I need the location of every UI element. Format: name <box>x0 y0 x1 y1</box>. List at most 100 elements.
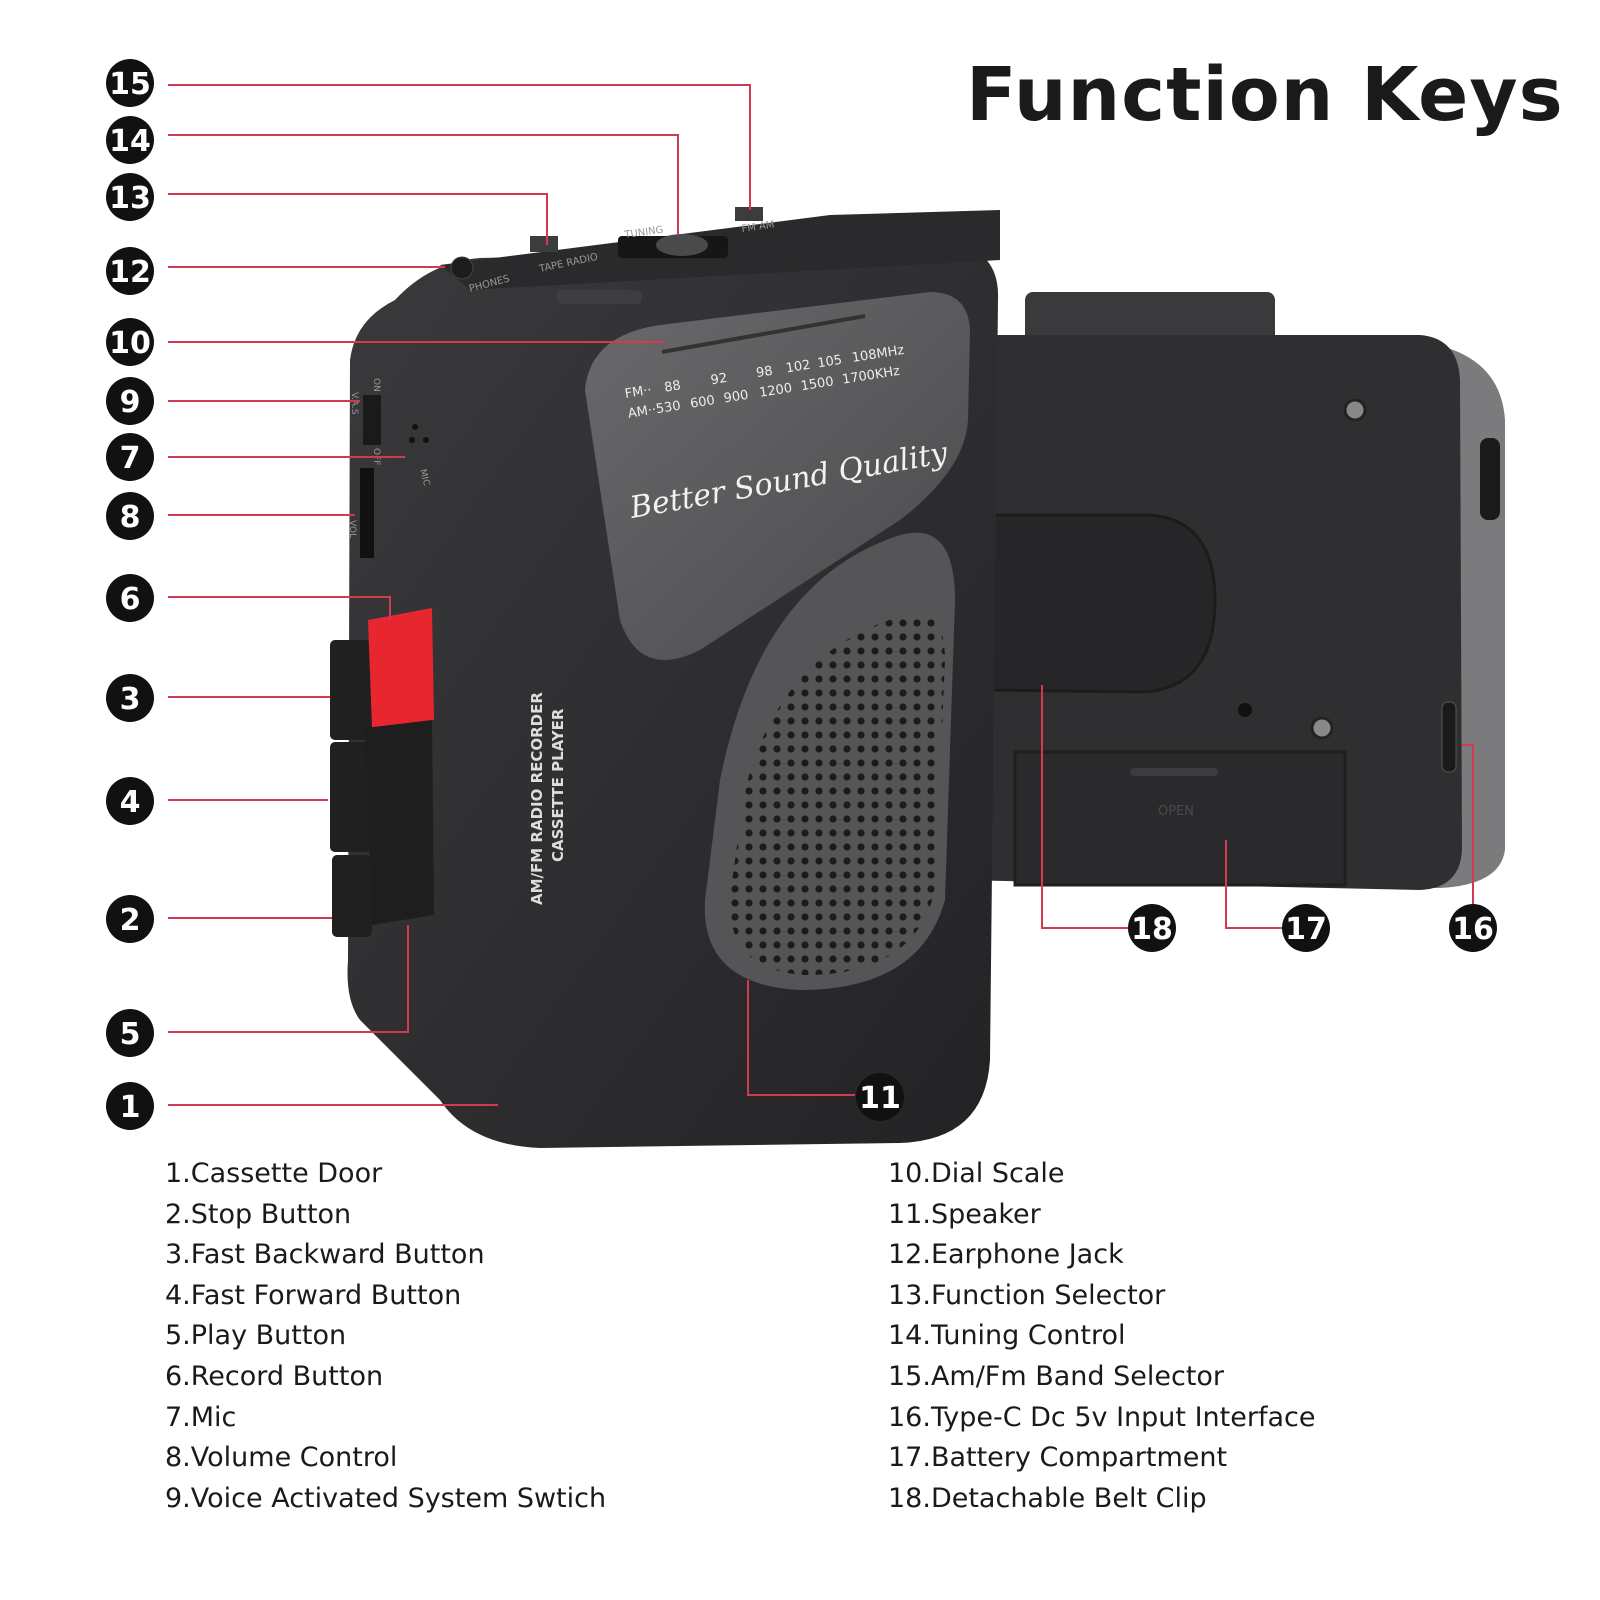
svg-text:14: 14 <box>109 124 151 159</box>
dial-window <box>585 292 970 660</box>
svg-text:16: 16 <box>1452 912 1494 947</box>
hole <box>1238 703 1252 717</box>
callout-16: 16 <box>1449 904 1497 952</box>
dial-pointer-track <box>661 314 866 354</box>
svg-text:2: 2 <box>120 903 141 938</box>
callout-lines <box>168 84 1474 1106</box>
legend-item: 4.Fast Forward Button <box>165 1279 462 1311</box>
legend-item: 3.Fast Backward Button <box>165 1239 485 1271</box>
legend-item: 12.Earphone Jack <box>888 1239 1124 1271</box>
mic-label: MIC <box>417 468 431 487</box>
legend-item: 1.Cassette Door <box>165 1158 383 1189</box>
on-label: ON <box>371 378 381 392</box>
earphone-jack <box>450 256 474 280</box>
mic-icon <box>409 424 429 443</box>
legend-item: 14.Tuning Control <box>888 1320 1126 1352</box>
vas-label: V.A.S <box>349 392 359 415</box>
callout-11: 11 <box>856 1073 904 1121</box>
speaker-holes <box>729 613 945 975</box>
svg-text:9: 9 <box>120 385 141 420</box>
eject-lever <box>556 290 642 304</box>
svg-text:18: 18 <box>1131 912 1173 947</box>
legend-item: 16.Type-C Dc 5v Input Interface <box>888 1401 1316 1433</box>
callout-14: 14 <box>106 116 154 164</box>
callout-13: 13 <box>106 173 154 221</box>
svg-text:5: 5 <box>120 1017 141 1052</box>
callout-9: 9 <box>106 377 154 425</box>
svg-text:10: 10 <box>109 326 151 361</box>
legend-item: 13.Function Selector <box>888 1279 1166 1311</box>
svg-text:7: 7 <box>120 441 141 476</box>
svg-text:12: 12 <box>109 255 151 290</box>
callout-5: 5 <box>106 1009 154 1057</box>
fm-label: FM·· <box>624 383 653 402</box>
fast-backward-button <box>330 640 372 740</box>
callout-17: 17 <box>1282 904 1330 952</box>
vas-switch <box>363 395 381 445</box>
am-tick: 600 <box>689 393 716 412</box>
function-selector <box>530 236 558 252</box>
callout-markers: 15 14 13 12 10 9 7 8 6 3 4 2 5 1 11 18 1… <box>106 59 1497 1130</box>
battery-compartment <box>1013 750 1347 887</box>
callout-3: 3 <box>106 674 154 722</box>
page-title: Function Keys <box>966 52 1564 138</box>
am-tick: 900 <box>723 388 750 407</box>
callout-6: 6 <box>106 574 154 622</box>
type-c-port <box>1441 701 1457 773</box>
am-tick: 1500 <box>800 374 835 394</box>
callout-7: 7 <box>106 433 154 481</box>
svg-text:1: 1 <box>120 1090 141 1125</box>
battery-latch <box>1130 768 1218 776</box>
svg-text:15: 15 <box>109 67 151 102</box>
fm-tick: 92 <box>710 371 729 388</box>
legend-item: 5.Play Button <box>165 1320 347 1352</box>
open-label: OPEN <box>1158 804 1194 819</box>
legend-item: 10.Dial Scale <box>888 1158 1065 1189</box>
stop-button <box>332 855 372 937</box>
callout-4: 4 <box>106 777 154 825</box>
side-text-line2: CASSETTE PLAYER <box>549 708 567 862</box>
screw <box>1310 716 1334 740</box>
svg-text:8: 8 <box>120 500 141 535</box>
legend-item: 11.Speaker <box>888 1198 1041 1230</box>
svg-text:13: 13 <box>109 181 151 216</box>
tuning-wheel <box>656 234 708 256</box>
volume-wheel <box>360 468 374 558</box>
fm-tick: 88 <box>663 378 682 395</box>
side-text-line1: AM/FM RADIO RECORDER <box>528 692 546 905</box>
callout-18: 18 <box>1128 904 1176 952</box>
legend-item: 9.Voice Activated System Swtich <box>165 1482 607 1514</box>
callout-1: 1 <box>106 1082 154 1130</box>
svg-text:3: 3 <box>120 682 141 717</box>
svg-text:11: 11 <box>859 1081 901 1116</box>
legend-item: 18.Detachable Belt Clip <box>888 1482 1207 1514</box>
legend-left: 1.Cassette Door 2.Stop Button 3.Fast Bac… <box>165 1154 606 1519</box>
record-button <box>368 608 434 728</box>
play-button <box>365 720 434 925</box>
legend-item: 17.Battery Compartment <box>888 1442 1228 1474</box>
callout-12: 12 <box>106 247 154 295</box>
fm-tick: 102 <box>785 358 812 377</box>
rear-device: OPEN <box>960 292 1505 890</box>
callout-8: 8 <box>106 492 154 540</box>
fm-am-label: FM AM <box>741 219 775 234</box>
legend-item: 15.Am/Fm Band Selector <box>888 1360 1225 1392</box>
legend-item: 2.Stop Button <box>165 1198 352 1230</box>
callout-10: 10 <box>106 318 154 366</box>
legend-item: 8.Volume Control <box>165 1442 398 1474</box>
legend-right: 10.Dial Scale 11.Speaker 12.Earphone Jac… <box>888 1154 1315 1519</box>
side-slot <box>1480 438 1500 520</box>
band-selector <box>735 207 763 221</box>
legend-item: 7.Mic <box>165 1401 237 1433</box>
belt-clip <box>983 513 1217 694</box>
fm-tick: 98 <box>755 364 774 381</box>
am-tick: 1200 <box>758 381 793 401</box>
vol-label: VOL <box>347 520 357 538</box>
screw <box>1343 398 1367 422</box>
svg-text:4: 4 <box>120 785 141 820</box>
fast-forward-button <box>330 742 372 852</box>
svg-text:17: 17 <box>1285 912 1327 947</box>
callout-15: 15 <box>106 59 154 107</box>
legend-item: 6.Record Button <box>165 1360 384 1392</box>
